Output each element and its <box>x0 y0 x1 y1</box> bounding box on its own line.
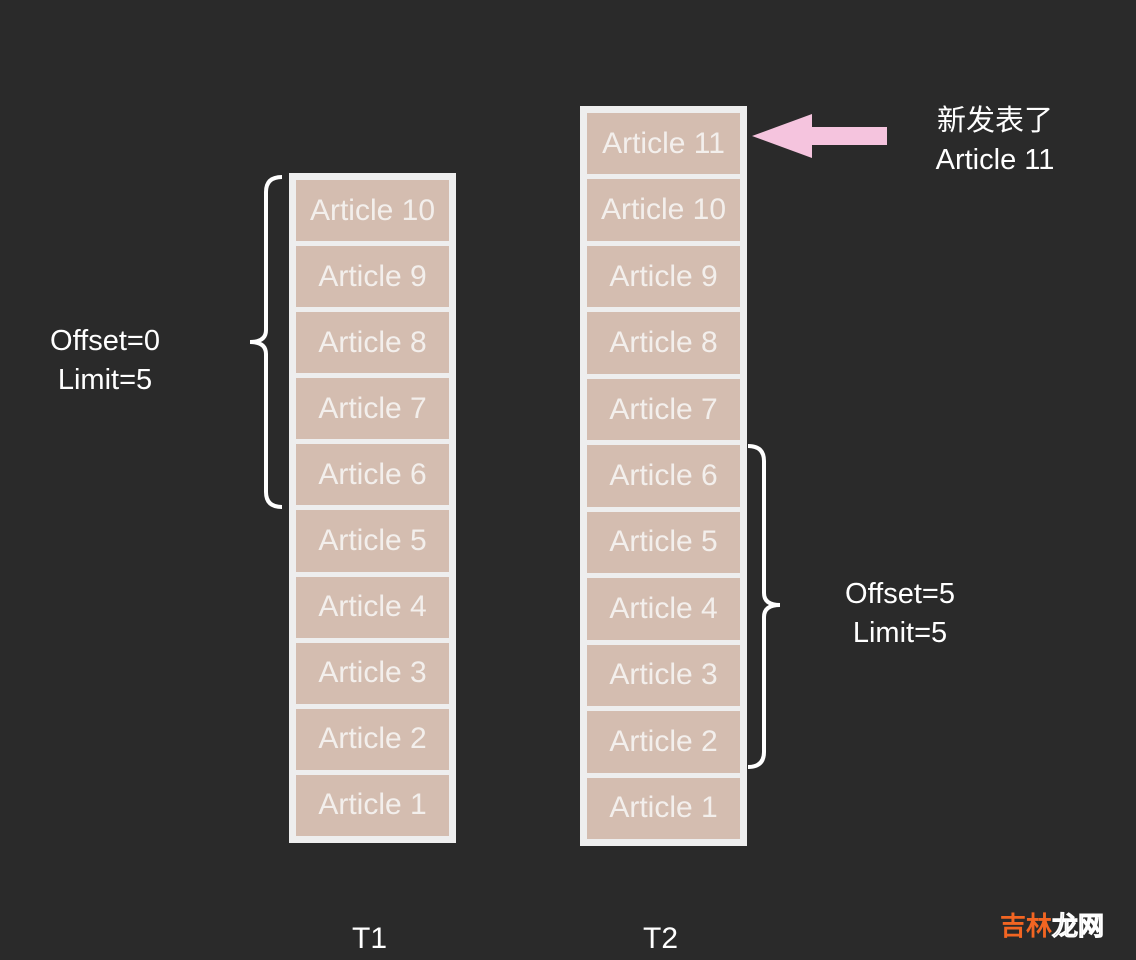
t1-page-label: Offset=0 Limit=5 <box>30 322 180 400</box>
article-cell: Article 1 <box>587 777 740 839</box>
t1-offset: Offset=0 <box>50 325 160 357</box>
article-cell: Article 10 <box>296 180 449 242</box>
article-cell: Article 2 <box>587 711 740 773</box>
article-cell: Article 9 <box>296 246 449 308</box>
article-cell: Article 4 <box>587 578 740 640</box>
article-cell: Article 8 <box>587 312 740 374</box>
watermark: 吉林龙网 <box>1000 911 1105 942</box>
article-cell: Article 5 <box>296 510 449 572</box>
article-cell: Article 7 <box>587 378 740 441</box>
article-cell: Article 7 <box>296 378 449 440</box>
article-cell: Article 6 <box>296 444 449 506</box>
t2-brace <box>747 444 781 769</box>
t1-limit: Limit=5 <box>57 364 153 396</box>
t2-offset: Offset=5 <box>845 578 955 610</box>
t2-limit: Limit=5 <box>852 617 948 649</box>
article-cell: Article 5 <box>587 511 740 574</box>
article-cell: Article 6 <box>587 445 740 507</box>
article-cell: Article 9 <box>587 245 740 308</box>
new-article-line1: 新发表了 <box>936 105 1053 137</box>
t2-page-label: Offset=5 Limit=5 <box>825 575 975 653</box>
article-cell: Article 11 <box>587 113 740 175</box>
t2-title: T2 <box>643 922 679 955</box>
article-cell: Article 10 <box>587 179 740 241</box>
article-cell: Article 8 <box>296 312 449 374</box>
t1-brace <box>249 175 283 509</box>
t1-title: T1 <box>352 922 388 955</box>
article-cell: Article 2 <box>296 708 449 770</box>
article-cell: Article 3 <box>587 644 740 707</box>
article-cell: Article 3 <box>296 642 449 704</box>
new-article-line2: Article 11 <box>935 144 1055 176</box>
new-article-note: 新发表了 Article 11 <box>910 102 1080 180</box>
arrow-icon <box>752 114 887 158</box>
article-cell: Article 1 <box>296 774 449 836</box>
article-cell: Article 4 <box>296 576 449 638</box>
